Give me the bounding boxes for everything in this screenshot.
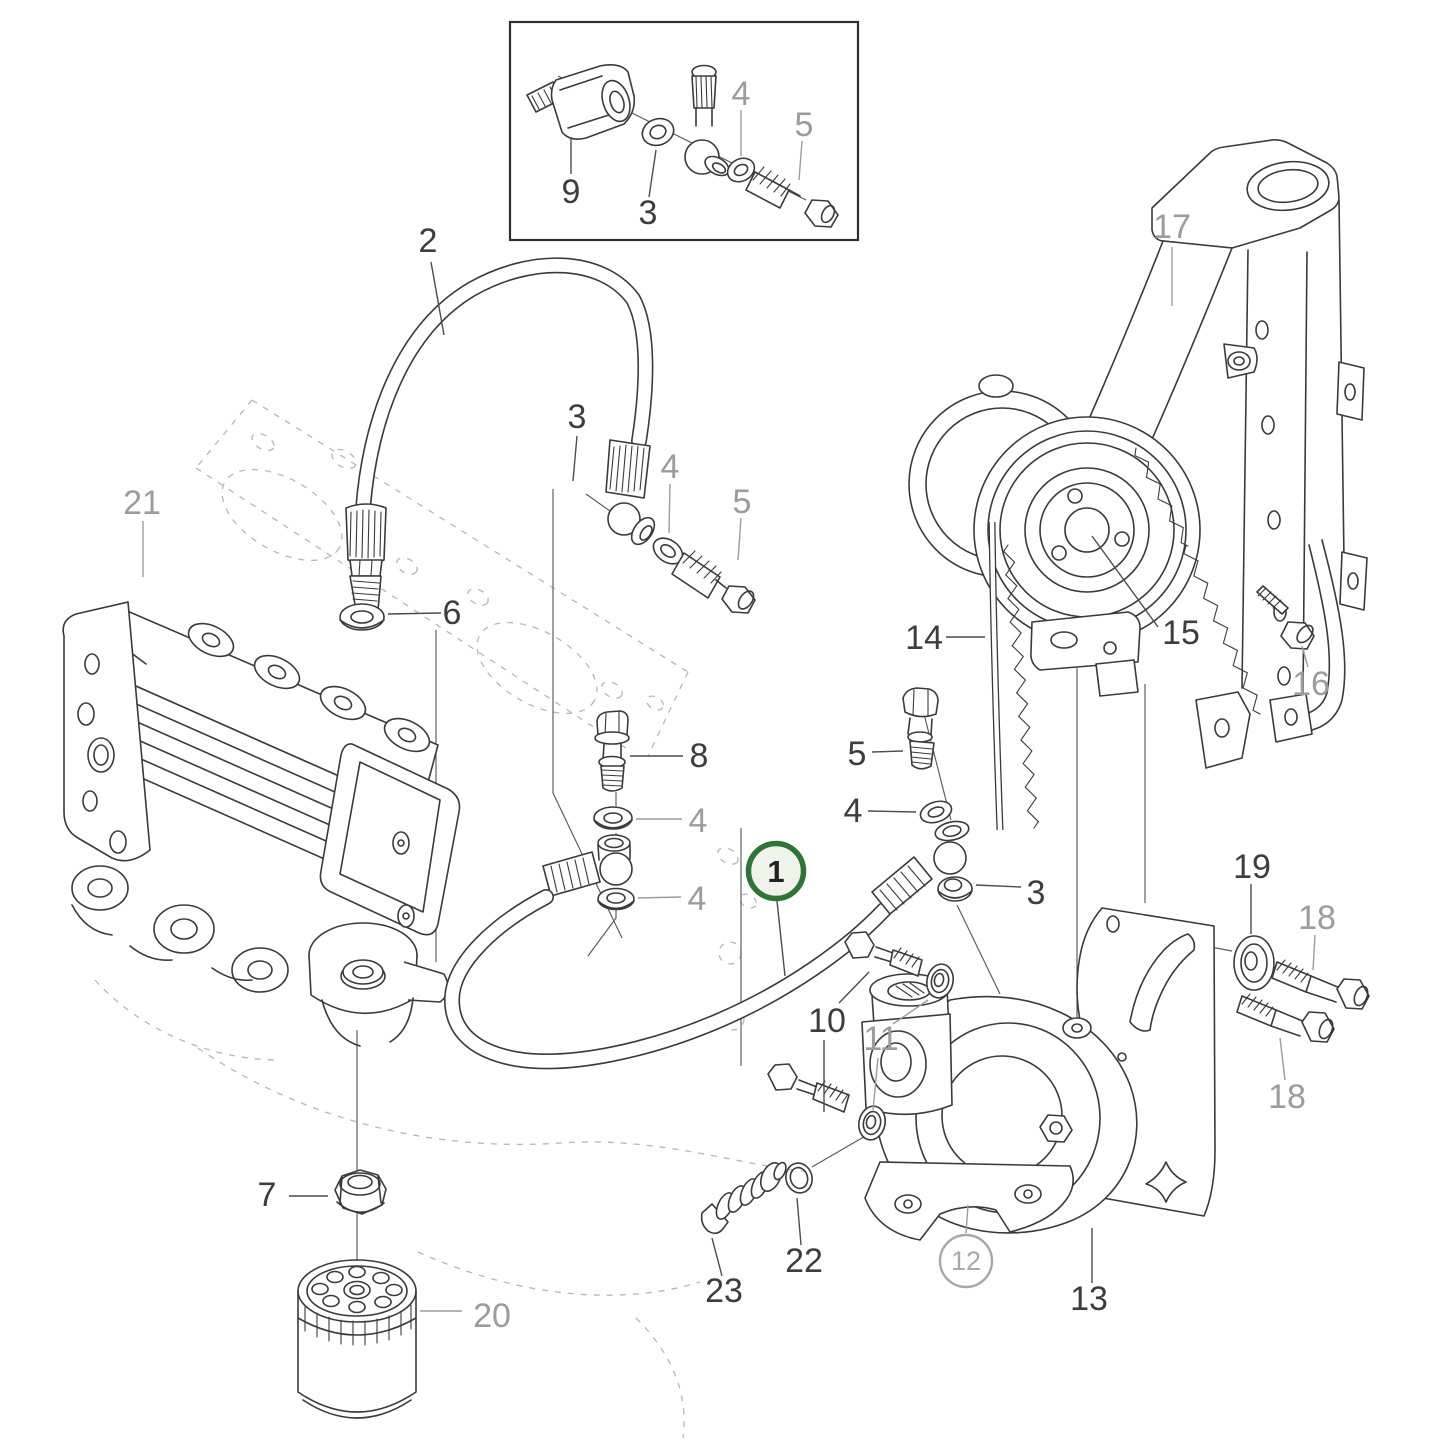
callout-20: 20 [473,1297,511,1335]
callout-18: 18 [1298,899,1336,937]
callout-4-leader [637,896,682,899]
banjo-bolt-part-5-inset [745,166,839,228]
callout-23: 23 [705,1272,743,1310]
callout-18: 18 [1268,1078,1306,1116]
bolts-part-18 [1236,959,1370,1043]
pulley-assembly-part-15 [908,374,1201,697]
adapter-part-9 [526,64,636,140]
hose-part-2 [339,257,756,631]
callout-22-leader [796,1197,802,1246]
washer-part-4-inset [726,157,756,183]
callout-6: 6 [443,594,462,632]
callout-4-leader [867,810,917,813]
callout-4: 4 [661,448,680,486]
callout-15-leader [1091,535,1159,628]
callout-13: 13 [1070,1280,1108,1318]
callout-3-leader [648,149,657,198]
callout-7: 7 [258,1176,277,1214]
callout-2: 2 [419,222,438,260]
callout-3: 3 [639,194,658,232]
oil-cooler-part-21 [62,601,461,1047]
callout-12-leader [965,1204,969,1234]
callout-1-highlight-ring [745,840,807,902]
callout-18-leader [1312,934,1316,971]
callout-3-leader [572,435,578,482]
inset-box [508,20,860,242]
o-ring-part-22 [785,1162,813,1194]
callout-11-leader [892,999,929,1025]
callout-16: 16 [1292,665,1330,703]
callout-3-leader [975,884,1022,888]
callout-4: 4 [688,880,707,918]
callout-4: 4 [732,75,751,113]
callout-2-leader [430,261,445,336]
callout-3: 3 [1027,874,1046,912]
seal-washer-part-3-inset [641,117,675,147]
fitting-part-23 [700,1161,787,1235]
engine-block-hidden-outline [94,399,813,1439]
callout-11-leader [872,1057,879,1111]
callout-23-leader [711,1237,723,1277]
washer-part-19 [1233,935,1275,991]
callout-17: 17 [1153,208,1191,246]
banjo-bolt-part-8-stack [542,710,635,911]
callout-6-leader [387,612,442,615]
callout-4: 4 [689,802,708,840]
callout-4-leader [668,483,671,534]
callout-1-leader [776,900,786,977]
callout-12: 12 [951,1246,981,1276]
callout-19: 19 [1233,848,1271,886]
callout-3: 3 [568,398,587,436]
callout-9: 9 [562,173,581,211]
callout-5-leader [871,750,904,753]
callout-22: 22 [785,1242,823,1280]
callout-4: 4 [844,792,863,830]
washers-part-11 [858,963,954,1141]
callout-14: 14 [905,619,943,657]
callout-5: 5 [848,735,867,773]
callout-5-leader [737,517,742,561]
callout-21: 21 [123,484,161,522]
callout-16-leader [1301,645,1309,668]
oil-filter-part-20 [297,1259,417,1419]
callout-5: 5 [733,483,752,521]
bolt-part-16 [1256,585,1315,650]
callout-5: 5 [795,106,814,144]
callout-18-leader [1279,1037,1286,1081]
callout-11: 11 [863,1020,898,1058]
elbow-fitting-inset [684,64,730,177]
callout-8: 8 [690,737,709,775]
belt-part-14 [988,447,1261,831]
bolts-part-10 [767,931,923,1113]
callout-5-leader [798,140,803,181]
hose-part-1 [443,687,973,1070]
callout-10: 10 [808,1002,846,1040]
fuel-pump-part-12 [861,973,1138,1241]
nut-part-7 [334,1169,387,1215]
callout-10-leader [838,971,870,1004]
callout-15: 15 [1162,614,1200,652]
callout-1: 1 [767,854,784,889]
callout-12-circle [938,1233,994,1289]
